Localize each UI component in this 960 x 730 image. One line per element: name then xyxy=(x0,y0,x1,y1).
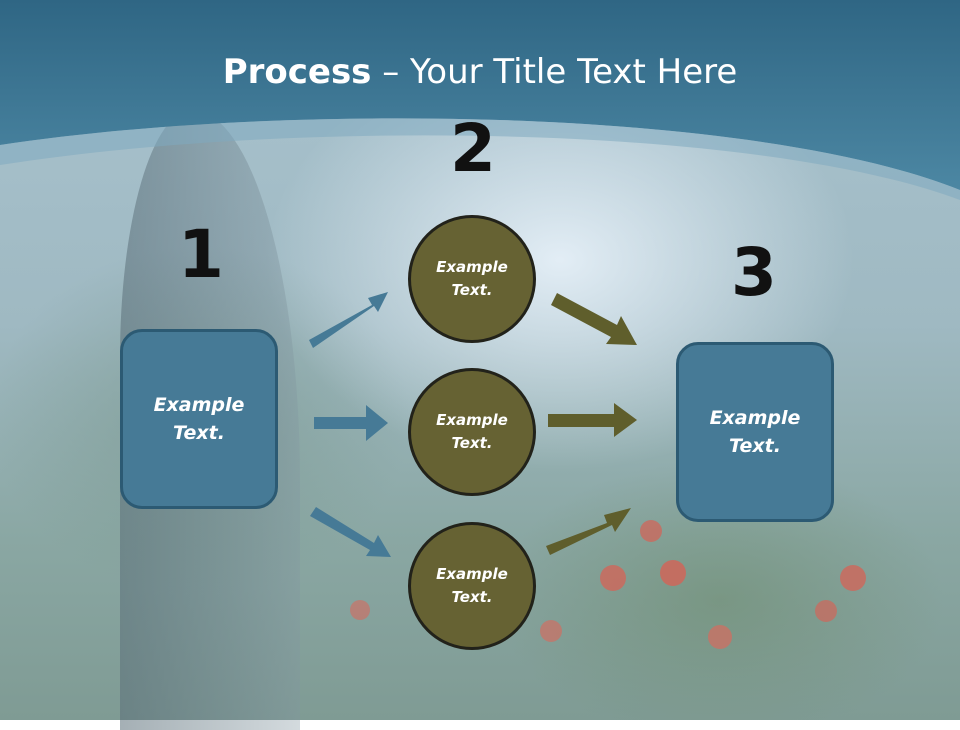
process-box-right: Example Text. xyxy=(676,342,834,522)
olive-arrow-up xyxy=(546,508,631,555)
process-box-left-label: Example Text. xyxy=(153,393,245,445)
header-band xyxy=(0,0,960,200)
blue-arrow-right xyxy=(314,405,388,441)
process-circle-middle-label: Example Text. xyxy=(436,410,508,452)
process-circle-middle: Example Text. xyxy=(408,368,536,496)
process-circle-top-label: Example Text. xyxy=(436,257,508,299)
title-rest: – Your Title Text Here xyxy=(371,52,738,92)
process-box-right-label: Example Text. xyxy=(709,406,801,458)
step-number-2: 2 xyxy=(450,110,496,187)
step-number-3: 3 xyxy=(731,234,777,311)
poppy-decoration xyxy=(540,620,562,642)
process-circle-top: Example Text. xyxy=(408,215,536,343)
olive-arrow-down xyxy=(551,293,637,345)
poppy-decoration xyxy=(350,600,370,620)
slide-title: Process – Your Title Text Here xyxy=(0,52,960,92)
poppy-decoration xyxy=(600,565,626,591)
poppy-decoration xyxy=(640,520,662,542)
poppy-decoration xyxy=(708,625,732,649)
olive-arrow-right xyxy=(548,403,637,437)
poppy-decoration xyxy=(840,565,866,591)
title-bold: Process xyxy=(222,52,372,92)
process-box-left: Example Text. xyxy=(120,329,278,509)
process-circle-bottom: Example Text. xyxy=(408,522,536,650)
step-number-1: 1 xyxy=(178,216,224,293)
blue-arrow-up xyxy=(309,292,388,348)
poppy-decoration xyxy=(660,560,686,586)
process-circle-bottom-label: Example Text. xyxy=(436,564,508,606)
poppy-decoration xyxy=(815,600,837,622)
blue-arrow-down xyxy=(310,507,391,557)
